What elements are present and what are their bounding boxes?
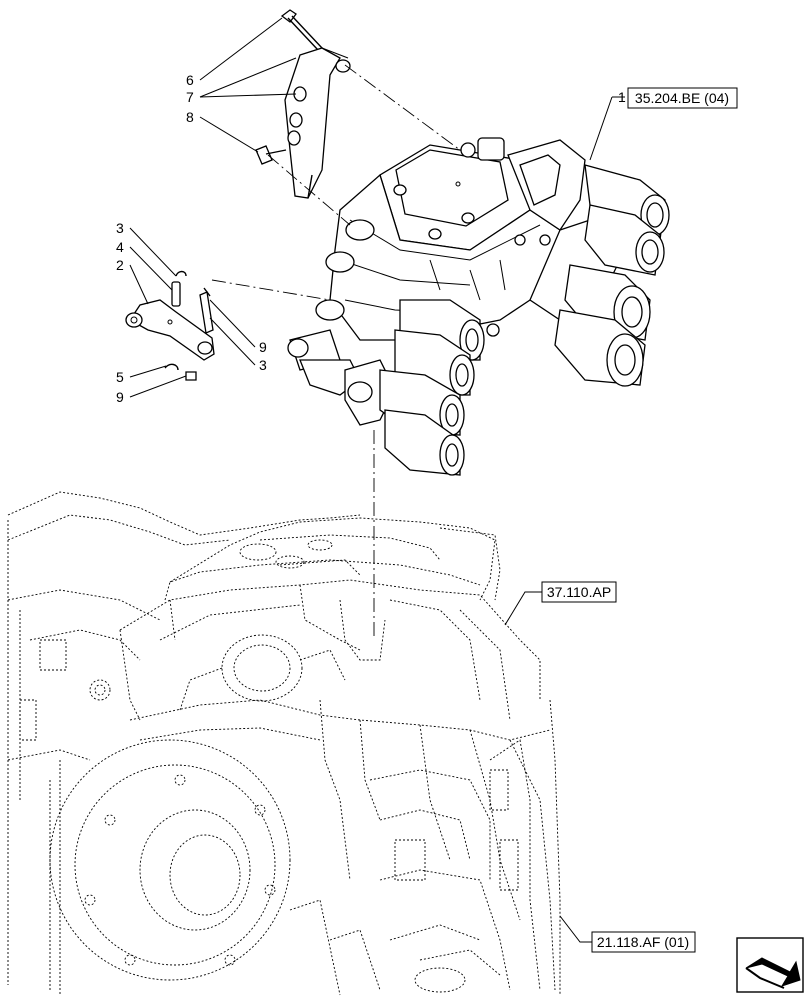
callout-5: 5 [116,369,124,385]
callout-1: 1 [618,89,626,105]
reference-housing-label: 37.110.AP [547,584,611,600]
callout-numbers: 6 7 8 1 3 4 2 9 3 5 9 [116,72,626,405]
callout-3-right: 3 [259,357,267,373]
reference-box-housing[interactable]: 37.110.AP [541,581,617,603]
reference-transmission-label: 21.118.AF (01) [597,934,689,950]
callout-2: 2 [116,257,124,273]
lever-assembly [125,270,215,381]
reference-valve-label: 35.204.BE (04) [635,90,729,106]
callout-3-top: 3 [116,220,124,236]
coupler-group-large [554,164,670,387]
coupler-group-front [379,299,485,476]
transmission-housing [7,491,561,996]
leader-lines [129,17,625,943]
mounting-bracket [255,9,351,199]
callout-9-bottom: 9 [116,389,124,405]
callout-8: 8 [186,109,194,125]
reference-box-transmission[interactable]: 21.118.AF (01) [591,931,696,953]
callout-9-right: 9 [259,339,267,355]
assembly-centerlines [211,64,461,640]
valve-block [287,137,670,476]
callout-6: 6 [186,72,194,88]
callout-7: 7 [186,89,194,105]
next-page-arrow-icon[interactable] [736,937,804,993]
reference-box-valve[interactable]: 35.204.BE (04) [627,87,738,109]
callout-4: 4 [116,239,124,255]
